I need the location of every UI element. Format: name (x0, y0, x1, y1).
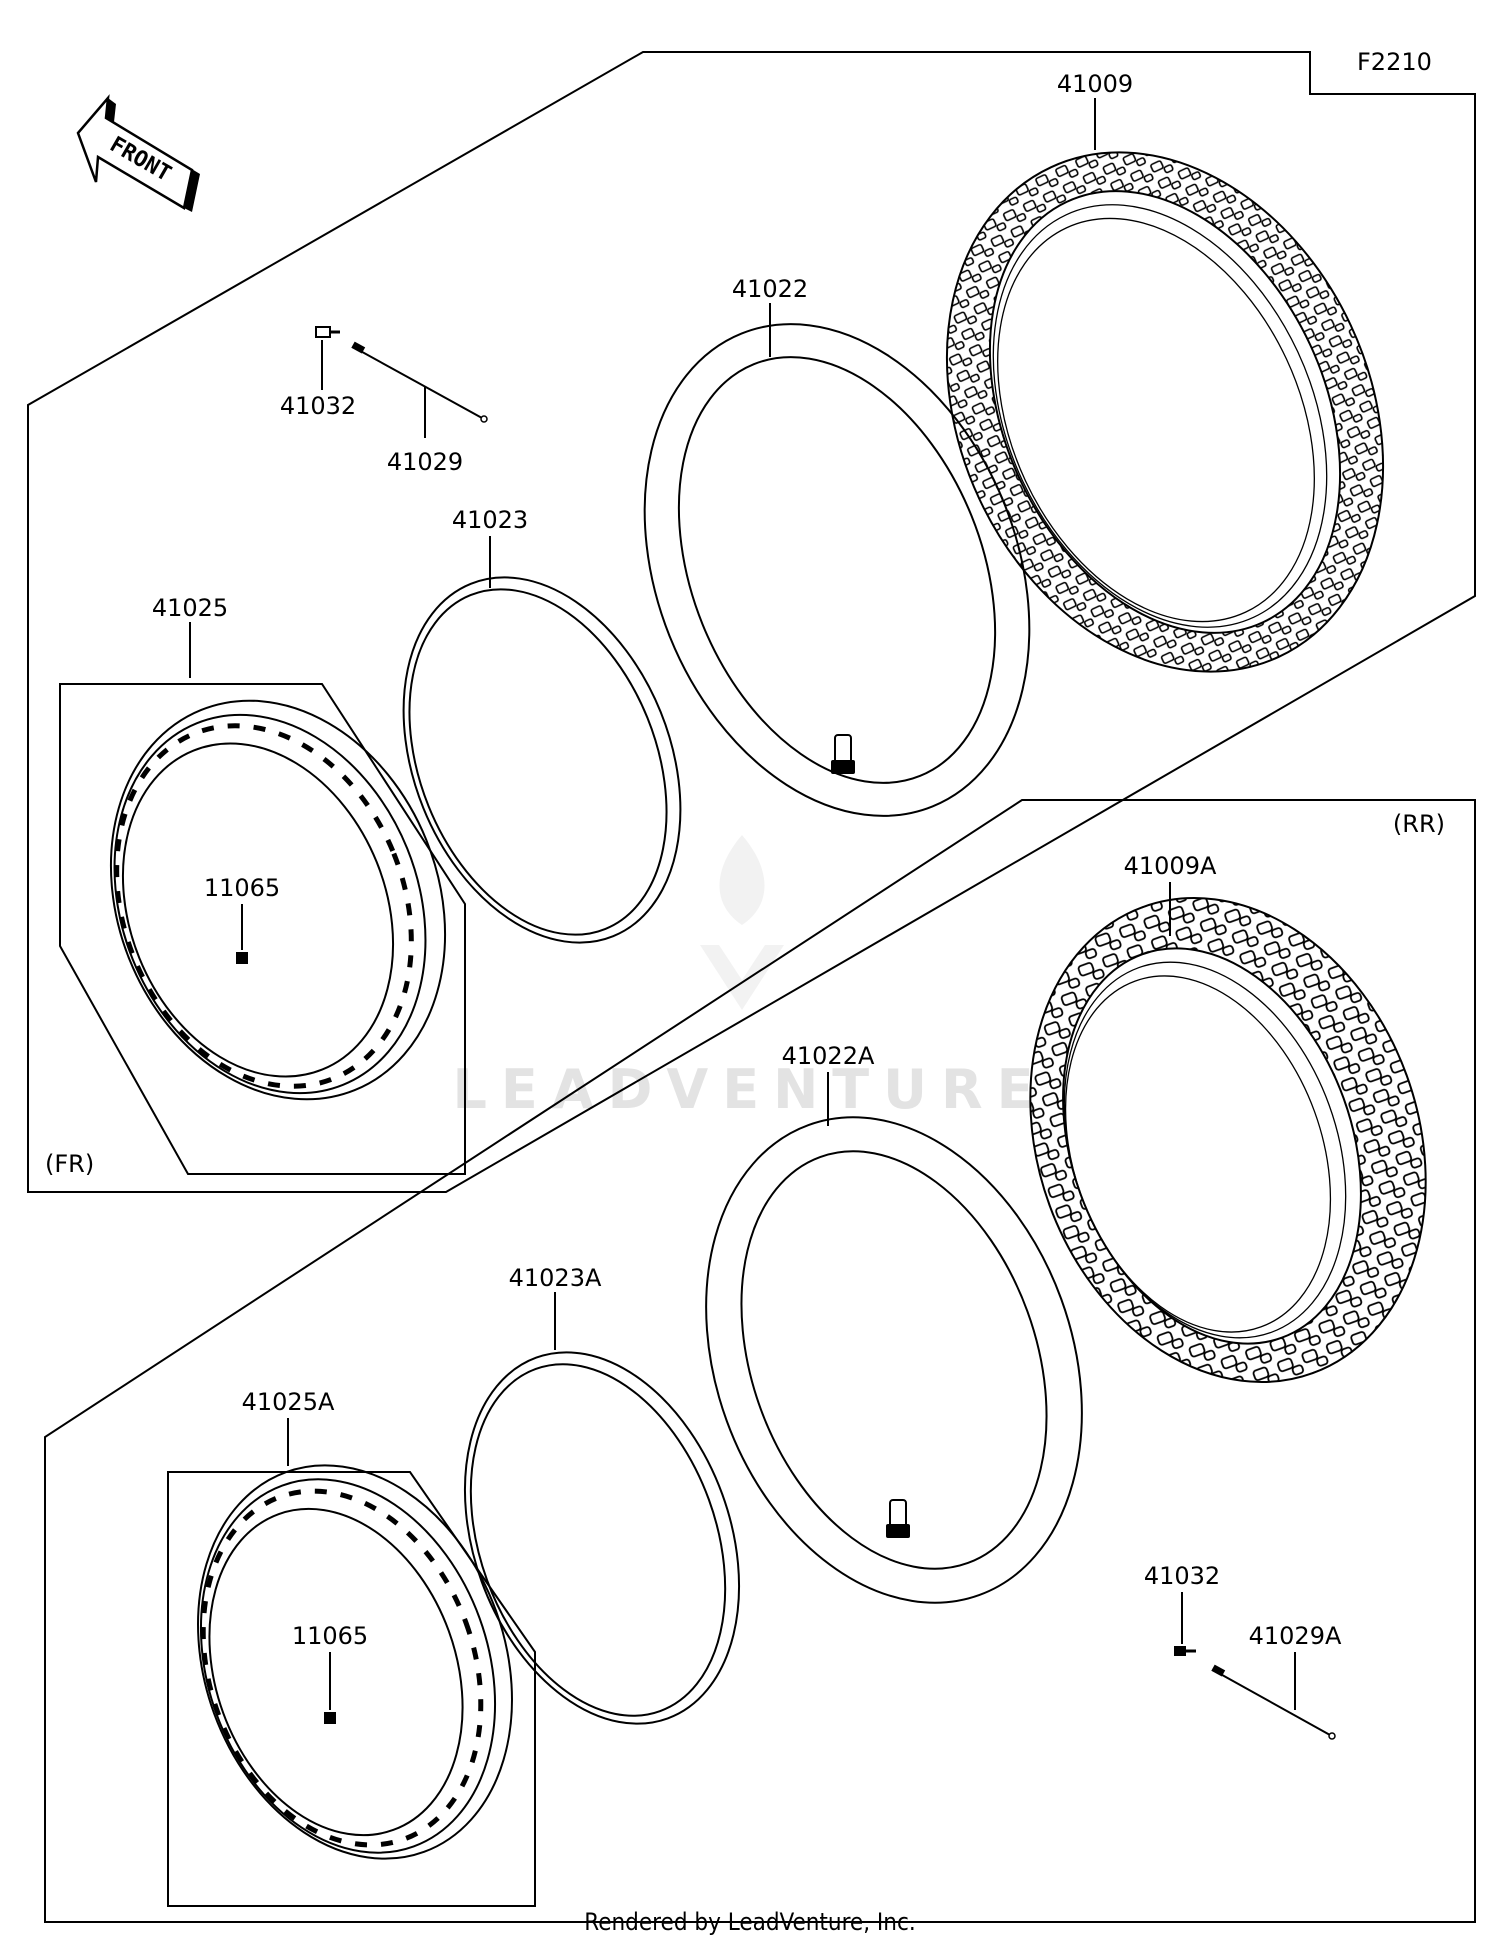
rear-section-frame (44, 799, 1476, 1923)
valve-stem-icon (831, 734, 855, 774)
rear-rim-box (167, 1471, 536, 1907)
part-label-rear-tire: 41009A (1124, 852, 1217, 880)
part-label-front-rim: 41025 (152, 594, 228, 622)
front-section-label: (FR) (45, 1150, 94, 1178)
front-rim-band (402, 576, 682, 944)
part-label-rear-tube: 41022A (782, 1042, 875, 1070)
part-label-front-spoke: 41029 (387, 448, 463, 476)
valve-stem-icon (886, 1499, 910, 1538)
part-label-front-rim-band: 41023 (452, 506, 528, 534)
part-label-front-tube: 41022 (732, 275, 808, 303)
diagram-code: F2210 (1357, 48, 1432, 76)
rear-section-label: (RR) (1393, 810, 1445, 838)
footer-credit: Rendered by LeadVenture, Inc. (584, 1908, 915, 1936)
rear-rim (197, 1464, 513, 1860)
part-label-rear-spoke: 41029A (1249, 1622, 1342, 1650)
front-section-frame (27, 51, 1476, 1193)
front-spoke (351, 341, 488, 423)
part-label-rear-rim-nut: 11065 (292, 1622, 368, 1650)
rear-rim-band (463, 1351, 741, 1725)
front-rim-box (59, 683, 466, 1175)
front-spoke-nipple (315, 326, 340, 338)
rear-tube (705, 1116, 1083, 1604)
part-label-rear-rim-band: 41023A (509, 1264, 602, 1292)
front-tube (643, 323, 1031, 817)
front-rim-nut (236, 952, 248, 964)
watermark-text: LEADVENTURE (453, 1058, 1048, 1121)
rear-tire (1029, 897, 1427, 1383)
front-arrow-icon: FRONT (76, 94, 200, 212)
front-rim (109, 699, 447, 1101)
part-label-front-tire: 41009 (1057, 70, 1133, 98)
rear-spoke-nipple (1174, 1646, 1196, 1656)
part-label-front-spoke-nipple: 41032 (280, 392, 356, 420)
front-tire (945, 151, 1385, 673)
rear-spoke (1211, 1664, 1336, 1740)
rear-rim-nut (324, 1712, 336, 1724)
part-label-rear-spoke-nipple: 41032 (1144, 1562, 1220, 1590)
part-label-front-rim-nut: 11065 (204, 874, 280, 902)
flame-logo-icon (700, 835, 784, 1010)
watermark: LEADVENTURE (453, 835, 1048, 1121)
part-label-rear-rim: 41025A (242, 1388, 335, 1416)
